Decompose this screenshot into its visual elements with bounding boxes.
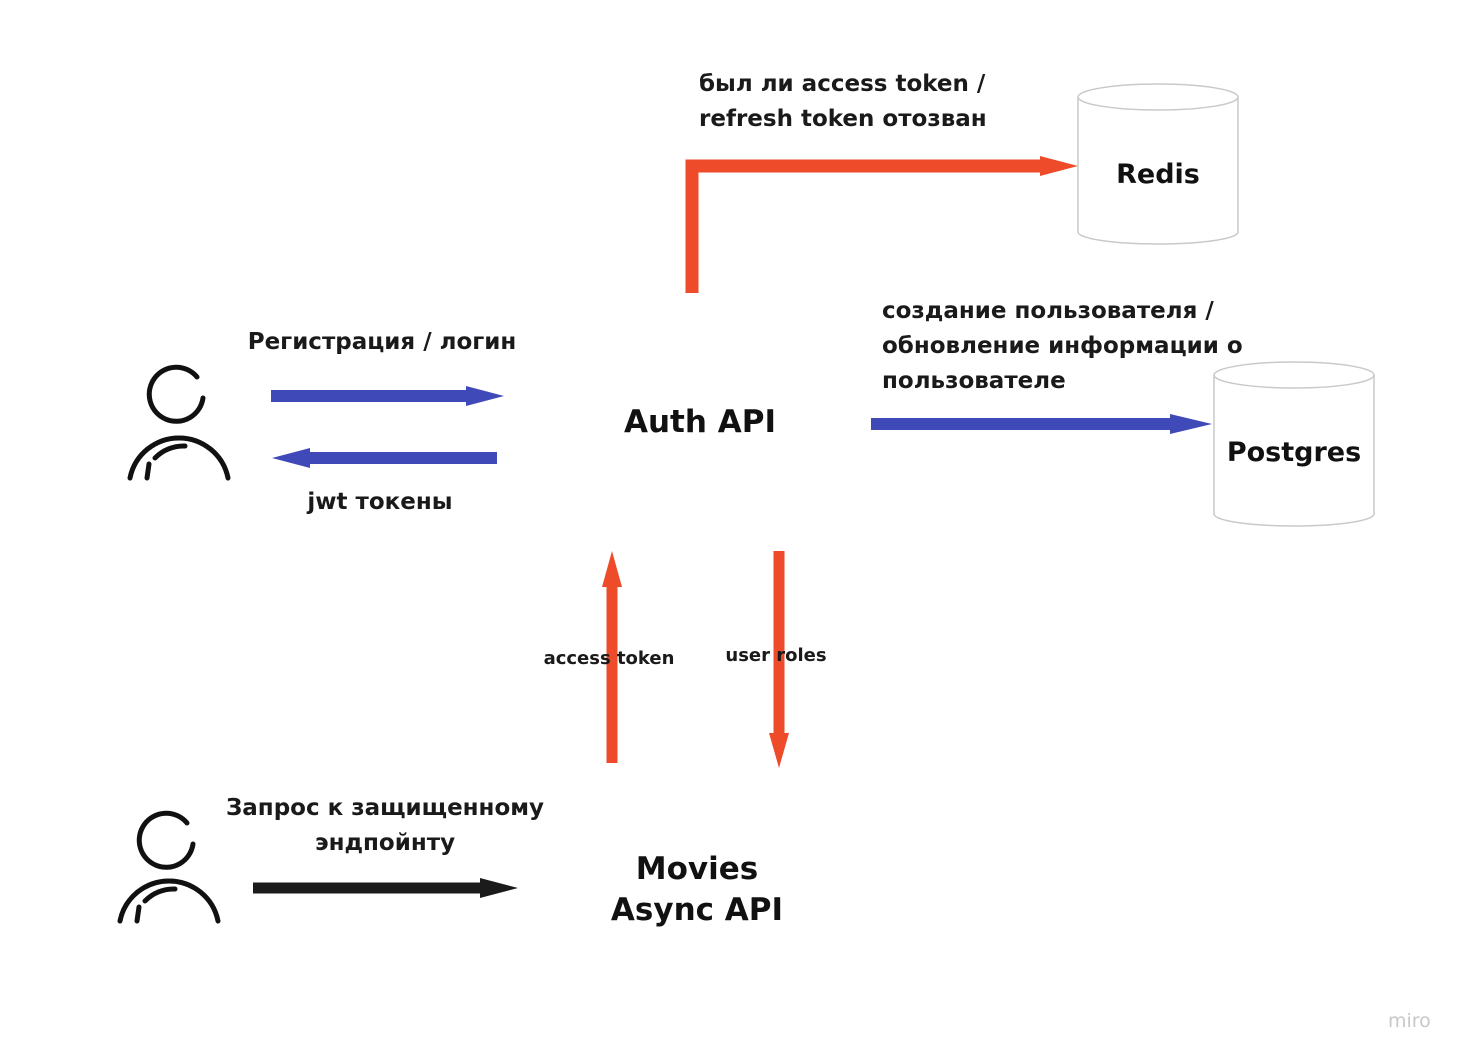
redis-check-line2: refresh token отозван [699,106,987,132]
user-bottom-icon [117,810,221,924]
postgres-write-label: создание пользователя / обновление инфор… [882,294,1243,399]
register-login-label: Регистрация / логин [247,329,517,355]
arrow-access-token [602,551,622,763]
redis-check-label: был ли access token / refresh token отоз… [699,67,987,137]
arrow-auth-to-redis [685,156,1078,293]
arrow-auth-to-postgres [871,414,1212,434]
arrow-jwt-tokens [272,448,497,468]
postgres-write-line3: пользователе [882,368,1066,394]
miro-watermark: miro [1388,1010,1431,1032]
user-top-icon [127,364,231,481]
user-roles-label: user roles [725,645,827,666]
postgres-cylinder-icon [1213,361,1375,527]
postgres-write-line2: обновление информации о [882,333,1243,359]
arrow-register-login [271,386,504,406]
postgres-write-line1: создание пользователя / [882,298,1214,324]
postgres-label: Postgres [1226,437,1362,468]
redis-check-line1: был ли access token / [699,71,986,97]
protected-request-line2: эндпойнту [314,830,456,856]
movies-api-node: Movies Async API [577,849,817,931]
arrow-user-roles [769,551,789,768]
protected-request-line1: Запрос к защищенному [225,795,545,821]
arrow-protected-request [253,878,518,898]
protected-request-label: Запрос к защищенному эндпойнту [220,791,550,861]
redis-label: Redis [1116,159,1200,190]
redis-cylinder-icon [1077,83,1239,245]
auth-api-node: Auth API [624,404,776,440]
movies-api-title-line2: Async API [610,892,784,928]
jwt-tokens-label: jwt токены [307,489,453,515]
access-token-label: access token [543,648,675,669]
movies-api-title-line1: Movies [635,851,759,887]
